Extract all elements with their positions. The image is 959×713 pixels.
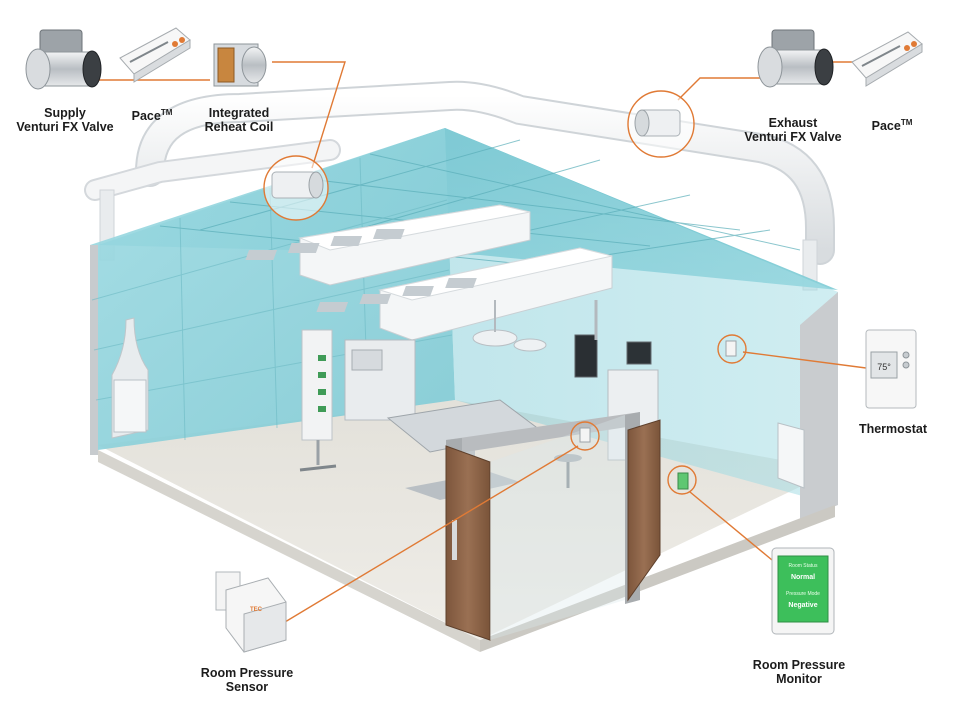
door-assembly (445, 412, 661, 641)
left-door (445, 445, 491, 641)
wall-thermostat (725, 340, 737, 357)
front-right-wall (800, 292, 838, 520)
callout-line-thermostat (742, 351, 867, 369)
sensor-brand: TEC (250, 607, 263, 613)
monitor-value-1: Normal (791, 574, 815, 581)
ceiling-light-panels (245, 204, 613, 341)
wall-pressure-sensor (579, 427, 591, 443)
pace-right-name: Pace (871, 119, 901, 134)
label-pressure-monitor-line2: Monitor (776, 672, 822, 686)
label-pressure-monitor-line1: Room Pressure (752, 658, 846, 672)
pace-controller-image-left (119, 27, 191, 83)
wall-vents (111, 317, 805, 489)
right-wall (445, 128, 838, 505)
label-pace-right-text: PaceTM (862, 116, 922, 133)
label-supply-valve-line2: Venturi FX Valve (16, 120, 114, 134)
callout-circle-monitor (667, 465, 697, 495)
right-door (627, 419, 661, 602)
label-reheat-coil-line2: Reheat Coil (204, 120, 274, 134)
reheat-callout-valve (271, 171, 324, 199)
callout-circle-sensor (570, 421, 600, 451)
callout-line-monitor (689, 491, 773, 561)
label-exhaust-valve-line2: Venturi FX Valve (744, 130, 842, 144)
reheat-coil-image (213, 43, 267, 87)
pace-left-name: Pace (131, 109, 161, 124)
callout-circle-thermostat (717, 334, 747, 364)
wall-pressure-monitor (677, 472, 689, 490)
callout-line-sensor (279, 445, 579, 626)
supply-valve-image (25, 29, 102, 90)
label-reheat-coil: Integrated Reheat Coil (194, 106, 284, 134)
label-pace-left: PaceTM (122, 106, 182, 123)
thermostat-image: 75° (865, 329, 917, 409)
pace-right-tm: TM (900, 118, 913, 127)
label-thermostat-line1: Thermostat (858, 422, 928, 436)
label-pace-left-text: PaceTM (122, 106, 182, 123)
label-pressure-sensor-line2: Sensor (225, 680, 269, 694)
label-pressure-sensor: Room Pressure Sensor (192, 666, 302, 694)
label-exhaust-valve: Exhaust Venturi FX Valve (738, 116, 848, 144)
monitor-value-2: Negative (788, 602, 817, 609)
label-supply-valve: Supply Venturi FX Valve (10, 106, 120, 134)
pressure-monitor-image: Room Status Normal Pressure Mode Negativ… (771, 547, 835, 635)
monitor-label-2: Pressure Mode (786, 591, 820, 597)
label-reheat-coil-line1: Integrated (208, 106, 270, 120)
label-pace-right: PaceTM (862, 116, 922, 133)
label-pressure-sensor-line1: Room Pressure (200, 666, 294, 680)
label-thermostat: Thermostat (848, 422, 938, 436)
label-exhaust-valve-line1: Exhaust (768, 116, 818, 130)
pace-controller-image-right (851, 31, 923, 87)
callout-line-exhaust (677, 77, 760, 101)
pace-left-tm: TM (160, 108, 173, 117)
exhaust-valve-image (757, 29, 834, 88)
monitor-label-1: Room Status (789, 563, 818, 569)
callout-line-reheat-2 (272, 61, 346, 169)
callout-lines (80, 61, 867, 626)
label-supply-valve-line1: Supply (44, 106, 86, 120)
exhaust-callout-valve (634, 109, 681, 137)
pressure-sensor-image: TEC (215, 571, 287, 653)
thermostat-reading: 75° (877, 362, 891, 372)
label-pressure-monitor: Room Pressure Monitor (744, 658, 854, 686)
